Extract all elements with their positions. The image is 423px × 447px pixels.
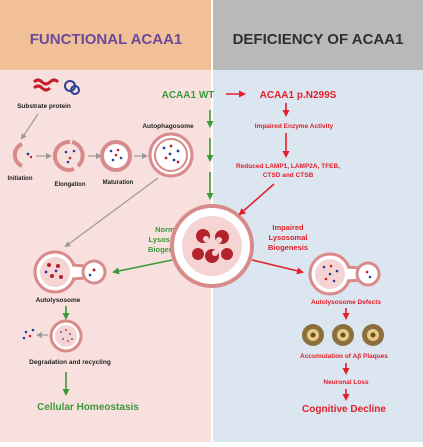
impaired-enzyme-activity: Impaired Enzyme Activity — [255, 123, 334, 130]
lysosome-icon — [170, 204, 254, 288]
right-panel-bg — [212, 0, 423, 442]
amyloid-plaques-icon — [302, 324, 384, 346]
impaired-biogenesis-line3: Biogenesis — [268, 243, 308, 252]
degradation-label: Degradation and recycling — [29, 359, 111, 366]
cellular-homeostasis-outcome: Cellular Homeostasis — [37, 402, 139, 413]
autolysosome-defects-label: Autolysosome Defects — [311, 299, 381, 306]
left-header-bg — [0, 0, 212, 70]
substrate-protein-label: Substrate protein — [17, 103, 71, 110]
autophagosome-label: Autophagosome — [142, 123, 194, 130]
impaired-biogenesis-line2: Lysosomal — [269, 233, 308, 242]
acaa1-wt-label: ACAA1 WT — [162, 90, 215, 101]
autophagosome-icon — [148, 132, 194, 178]
degradation-icon — [22, 319, 83, 353]
normal-biogenesis-line3: Biogenesis — [148, 245, 188, 254]
plaques-label: Accumulation of Aβ Plaques — [300, 353, 388, 360]
left-header-title: FUNCTIONAL ACAA1 — [30, 31, 183, 48]
left-panel-bg — [0, 0, 212, 442]
autolysosome-label: Autolysosome — [36, 297, 81, 304]
phagophore-elongation-icon — [52, 139, 85, 172]
reduced-markers-line1: Reduced LAMP1, LAMP2A, TFEB, — [236, 163, 340, 170]
normal-biogenesis-line2: Lysosomal — [149, 235, 188, 244]
reduced-markers-line2: CTSD and CTSB — [263, 172, 314, 179]
initiation-label: Initiation — [8, 176, 33, 182]
phagophore-maturation-icon — [100, 140, 132, 172]
substrate-protein-icon — [32, 78, 80, 95]
impaired-biogenesis-line1: Impaired — [272, 223, 304, 232]
right-header-title: DEFICIENCY OF ACAA1 — [233, 31, 404, 48]
phagophore-initiation-icon — [12, 142, 33, 168]
cognitive-decline-outcome: Cognitive Decline — [302, 404, 386, 415]
acaa1-mutant-label: ACAA1 p.N299S — [260, 90, 337, 101]
maturation-label: Maturation — [103, 180, 134, 186]
autolysosome-icon — [33, 250, 107, 294]
normal-biogenesis-line1: Normal — [155, 225, 181, 234]
neuronal-loss-label: Neuronal Loss — [323, 379, 369, 386]
elongation-label: Elongation — [55, 182, 86, 188]
defective-autolysosome-icon — [308, 252, 381, 296]
right-header-bg — [212, 0, 423, 70]
